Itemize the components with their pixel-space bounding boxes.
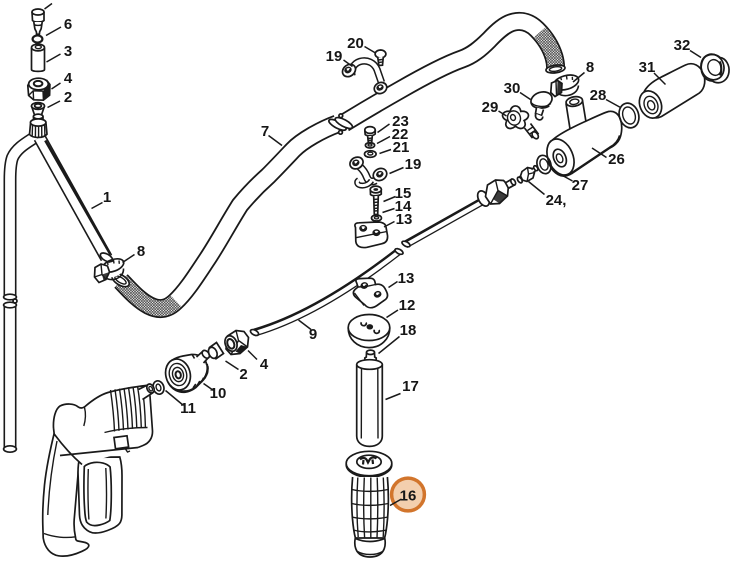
svg-text:23: 23 [392, 113, 409, 130]
svg-text:1: 1 [103, 189, 111, 206]
svg-text:3: 3 [64, 43, 72, 60]
svg-text:6: 6 [64, 16, 72, 33]
svg-text:19: 19 [326, 48, 343, 65]
svg-text:19: 19 [405, 156, 422, 173]
svg-text:2: 2 [239, 366, 247, 383]
svg-text:16: 16 [400, 488, 417, 505]
svg-text:8: 8 [137, 243, 145, 260]
svg-text:4: 4 [260, 356, 269, 373]
svg-text:14: 14 [395, 198, 412, 215]
svg-text:4: 4 [64, 70, 73, 87]
svg-text:7: 7 [261, 123, 269, 140]
svg-text:20: 20 [347, 35, 364, 52]
svg-text:27: 27 [572, 177, 589, 194]
svg-text:17: 17 [402, 378, 419, 395]
svg-text:11: 11 [180, 400, 196, 417]
svg-text:32: 32 [674, 37, 691, 54]
svg-text:31: 31 [639, 59, 656, 76]
svg-text:13: 13 [396, 211, 413, 228]
svg-text:2: 2 [64, 89, 72, 106]
svg-text:21: 21 [393, 139, 410, 156]
svg-text:8: 8 [586, 59, 594, 76]
svg-text:30: 30 [504, 80, 521, 97]
svg-text:26: 26 [608, 151, 625, 168]
svg-text:22: 22 [392, 126, 409, 143]
svg-text:29: 29 [482, 99, 499, 116]
svg-text:10: 10 [210, 385, 227, 402]
svg-text:15: 15 [395, 185, 412, 202]
svg-text:9: 9 [309, 326, 317, 343]
svg-text:28: 28 [590, 87, 607, 104]
svg-text:18: 18 [400, 322, 417, 339]
svg-text:24,: 24, [546, 192, 567, 209]
svg-text:12: 12 [399, 297, 416, 314]
svg-text:13: 13 [398, 270, 415, 287]
